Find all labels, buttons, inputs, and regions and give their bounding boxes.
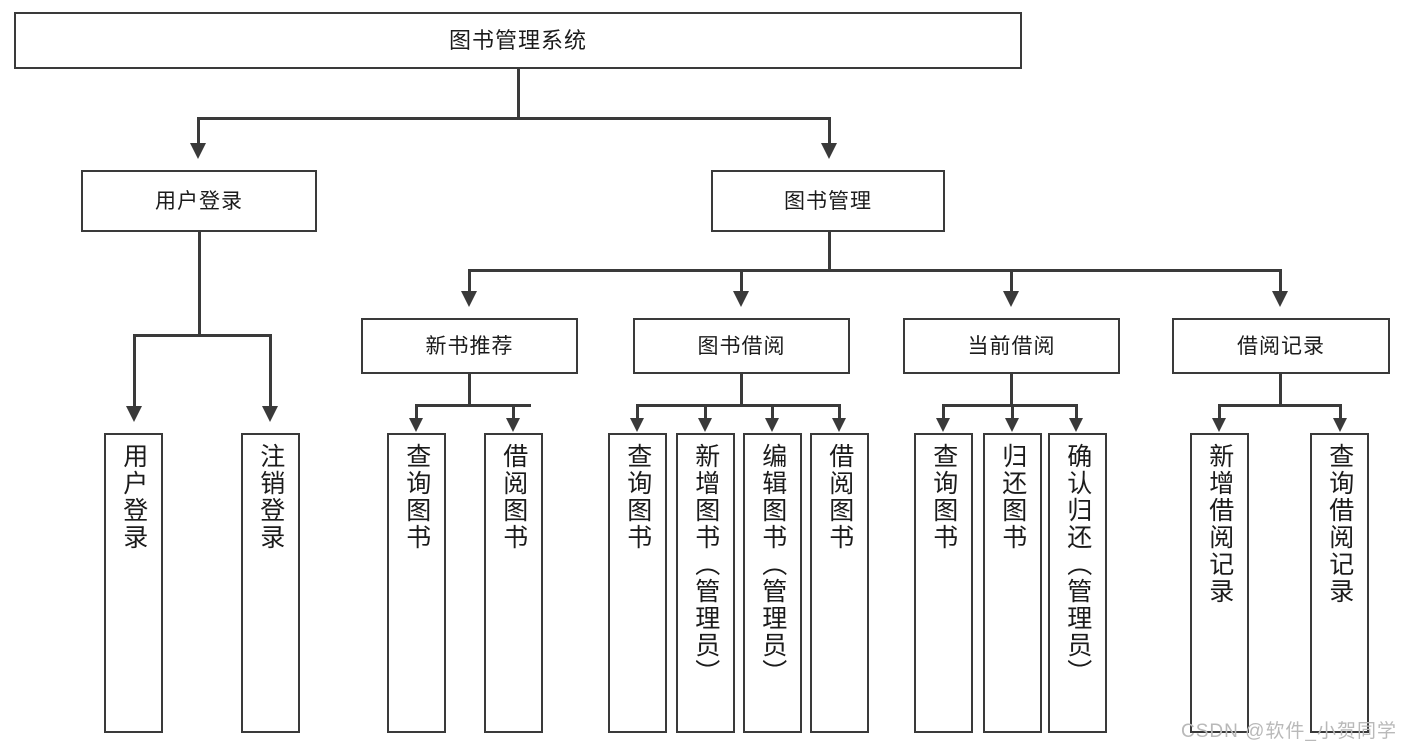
leaf-add-book-admin[interactable]: 新增图书（管理员） <box>676 433 735 733</box>
leaf-label: 查询图书 <box>623 443 652 551</box>
connector-newbook-drop-2 <box>512 404 515 420</box>
leaf-label: 编辑图书（管理员） <box>758 443 787 686</box>
leaf-add-borrow-record[interactable]: 新增借阅记录 <box>1190 433 1249 733</box>
connector-bookborrow-bar <box>636 404 841 407</box>
connector-bookmanage-drop-1 <box>468 269 471 293</box>
arrowhead-leaf-borrow-book-2 <box>832 418 846 432</box>
arrowhead-leaf-query-book-1 <box>409 418 423 432</box>
node-label: 用户登录 <box>155 189 243 213</box>
arrowhead-leaf-add-book <box>698 418 712 432</box>
connector-newbook-drop-1 <box>415 404 418 420</box>
arrowhead-to-book-borrow <box>733 291 749 307</box>
connector-currentborrow-drop-2 <box>1011 404 1014 420</box>
node-label: 图书管理 <box>784 189 872 213</box>
arrowhead-leaf-edit-book <box>765 418 779 432</box>
leaf-label: 查询图书 <box>402 443 431 551</box>
arrowhead-leaf-confirm-return <box>1069 418 1083 432</box>
node-label: 新书推荐 <box>425 334 514 358</box>
connector-bookmanage-drop-4 <box>1279 269 1282 293</box>
connector-bookmanage-drop-3 <box>1010 269 1013 293</box>
arrowhead-to-borrow-records <box>1272 291 1288 307</box>
node-label: 当前借阅 <box>967 334 1056 358</box>
node-current-borrow[interactable]: 当前借阅 <box>903 318 1120 374</box>
arrowhead-leaf-logout <box>262 406 278 422</box>
leaf-query-book-current[interactable]: 查询图书 <box>914 433 973 733</box>
connector-currentborrow-drop-3 <box>1075 404 1078 420</box>
leaf-edit-book-admin[interactable]: 编辑图书（管理员） <box>743 433 802 733</box>
node-borrow-records[interactable]: 借阅记录 <box>1172 318 1390 374</box>
connector-root-bar <box>197 117 831 120</box>
arrowhead-to-book-manage <box>821 143 837 159</box>
arrowhead-leaf-borrow-book-1 <box>506 418 520 432</box>
connector-userlogin-stem <box>198 232 201 337</box>
leaf-label: 查询借阅记录 <box>1325 443 1354 605</box>
connector-bookborrow-drop-2 <box>704 404 707 420</box>
node-book-borrow[interactable]: 图书借阅 <box>633 318 850 374</box>
connector-bookmanage-drop-2 <box>740 269 743 293</box>
connector-newbook-bar <box>415 404 531 407</box>
arrowhead-leaf-query-book-3 <box>936 418 950 432</box>
connector-currentborrow-bar <box>942 404 1078 407</box>
connector-currentborrow-stem <box>1010 374 1013 406</box>
node-root-system[interactable]: 图书管理系统 <box>14 12 1022 69</box>
node-user-login[interactable]: 用户登录 <box>81 170 317 232</box>
connector-bookmanage-bar <box>468 269 1282 272</box>
leaf-borrow-book-recommend[interactable]: 借阅图书 <box>484 433 543 733</box>
connector-userlogin-drop-1 <box>133 334 136 408</box>
connector-root-stem <box>517 69 520 118</box>
leaf-label: 用户登录 <box>119 443 148 551</box>
connector-bookmanage-stem <box>828 232 831 272</box>
leaf-user-login[interactable]: 用户登录 <box>104 433 163 733</box>
node-label: 借阅记录 <box>1237 334 1325 358</box>
leaf-label: 注销登录 <box>256 443 285 551</box>
node-new-book-recommend[interactable]: 新书推荐 <box>361 318 578 374</box>
arrowhead-to-current-borrow <box>1003 291 1019 307</box>
arrowhead-leaf-return-book <box>1005 418 1019 432</box>
connector-bookborrow-stem <box>740 374 743 406</box>
leaf-label: 借阅图书 <box>825 443 854 551</box>
connector-borrowrecords-drop-2 <box>1339 404 1342 420</box>
node-book-manage[interactable]: 图书管理 <box>711 170 945 232</box>
leaf-label: 归还图书 <box>998 443 1027 551</box>
leaf-query-book-borrow[interactable]: 查询图书 <box>608 433 667 733</box>
arrowhead-to-user-login <box>190 143 206 159</box>
leaf-logout[interactable]: 注销登录 <box>241 433 300 733</box>
arrowhead-leaf-query-book-2 <box>630 418 644 432</box>
leaf-label: 确认归还（管理员） <box>1063 443 1092 686</box>
connector-borrowrecords-stem <box>1279 374 1282 406</box>
node-label: 图书借阅 <box>697 334 786 358</box>
connector-bookborrow-drop-1 <box>636 404 639 420</box>
leaf-borrow-book-borrow[interactable]: 借阅图书 <box>810 433 869 733</box>
leaf-confirm-return-admin[interactable]: 确认归还（管理员） <box>1048 433 1107 733</box>
arrowhead-leaf-query-record <box>1333 418 1347 432</box>
connector-borrowrecords-drop-1 <box>1218 404 1221 420</box>
connector-root-right-drop <box>828 117 831 145</box>
leaf-query-borrow-record[interactable]: 查询借阅记录 <box>1310 433 1369 733</box>
connector-newbook-stem <box>468 374 471 406</box>
node-label: 图书管理系统 <box>448 27 587 53</box>
connector-userlogin-drop-2 <box>269 334 272 408</box>
connector-root-left-drop <box>197 117 200 145</box>
leaf-query-book-recommend[interactable]: 查询图书 <box>387 433 446 733</box>
leaf-label: 查询图书 <box>929 443 958 551</box>
leaf-return-book[interactable]: 归还图书 <box>983 433 1042 733</box>
connector-bookborrow-drop-3 <box>771 404 774 420</box>
connector-borrowrecords-bar <box>1218 404 1342 407</box>
leaf-label: 新增借阅记录 <box>1205 443 1234 605</box>
connector-currentborrow-drop-1 <box>942 404 945 420</box>
leaf-label: 新增图书（管理员） <box>691 443 720 686</box>
arrowhead-to-new-book <box>461 291 477 307</box>
connector-bookborrow-drop-4 <box>838 404 841 420</box>
leaf-label: 借阅图书 <box>499 443 528 551</box>
arrowhead-leaf-add-record <box>1212 418 1226 432</box>
arrowhead-leaf-user-login <box>126 406 142 422</box>
connector-userlogin-bar <box>133 334 272 337</box>
